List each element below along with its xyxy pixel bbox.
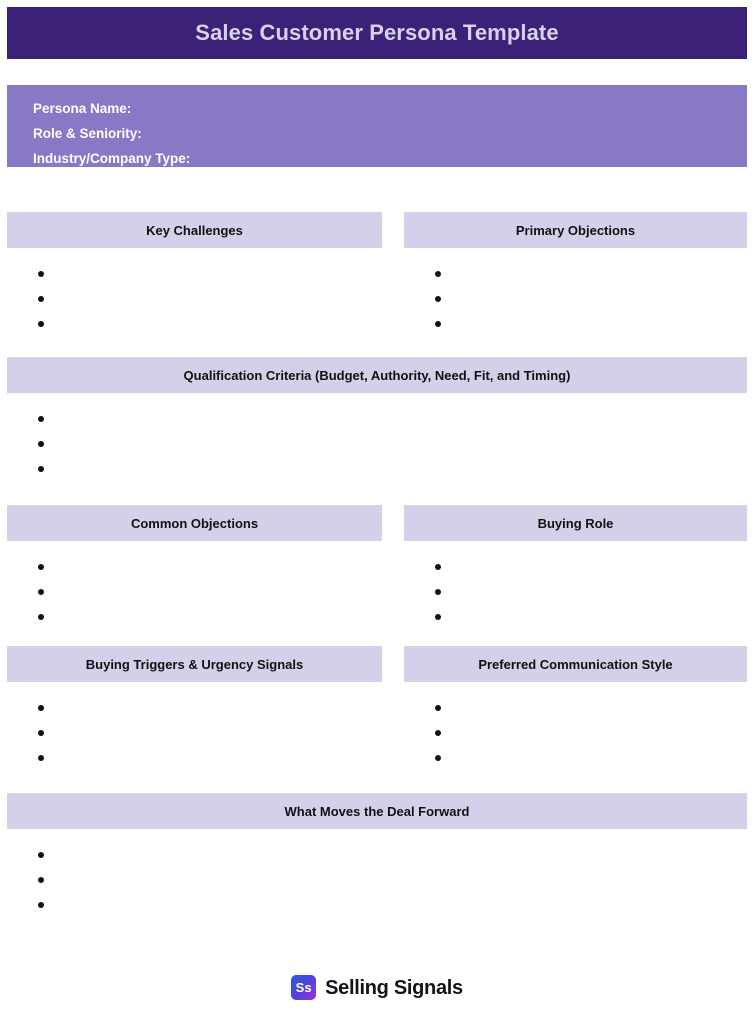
list-item[interactable] bbox=[38, 407, 747, 432]
section-title-buying-triggers: Buying Triggers & Urgency Signals bbox=[85, 656, 304, 672]
section-title-qualification-criteria: Qualification Criteria (Budget, Authorit… bbox=[183, 367, 571, 383]
persona-field-label-persona-name: Persona Name: bbox=[33, 101, 132, 116]
section-body-what-moves-the-deal-forward bbox=[7, 829, 747, 918]
list-item[interactable] bbox=[38, 262, 382, 287]
list-item[interactable] bbox=[38, 287, 382, 312]
bullet-list-common-objections bbox=[38, 555, 382, 630]
section-header-primary-objections: Primary Objections bbox=[404, 212, 747, 248]
footer-brand: Ss Selling Signals bbox=[0, 975, 754, 1000]
section-preferred-communication-style: Preferred Communication Style bbox=[404, 646, 747, 771]
section-body-buying-role bbox=[404, 541, 747, 630]
section-body-primary-objections bbox=[404, 248, 747, 337]
logo-monogram: Ss bbox=[295, 980, 312, 995]
list-item[interactable] bbox=[435, 721, 747, 746]
page-title: Sales Customer Persona Template bbox=[195, 20, 559, 45]
section-common-objections: Common Objections bbox=[7, 505, 382, 630]
bullet-list-key-challenges bbox=[38, 262, 382, 337]
section-buying-triggers: Buying Triggers & Urgency Signals bbox=[7, 646, 382, 771]
section-title-what-moves-the-deal-forward: What Moves the Deal Forward bbox=[284, 803, 470, 819]
list-item[interactable] bbox=[38, 580, 382, 605]
section-primary-objections: Primary Objections bbox=[404, 212, 747, 337]
list-item[interactable] bbox=[435, 262, 747, 287]
list-item[interactable] bbox=[38, 605, 382, 630]
list-item[interactable] bbox=[435, 555, 747, 580]
section-title-preferred-communication-style: Preferred Communication Style bbox=[478, 656, 673, 672]
section-title-common-objections: Common Objections bbox=[130, 515, 259, 531]
section-what-moves-the-deal-forward: What Moves the Deal Forward bbox=[7, 793, 747, 918]
section-title-buying-role: Buying Role bbox=[537, 515, 614, 531]
list-item[interactable] bbox=[38, 868, 747, 893]
list-item[interactable] bbox=[38, 746, 382, 771]
list-item[interactable] bbox=[38, 457, 747, 482]
section-title-primary-objections: Primary Objections bbox=[515, 222, 636, 238]
list-item[interactable] bbox=[38, 696, 382, 721]
section-qualification-criteria: Qualification Criteria (Budget, Authorit… bbox=[7, 357, 747, 482]
persona-field-label-industry-company-type: Industry/Company Type: bbox=[33, 151, 191, 166]
list-item[interactable] bbox=[435, 287, 747, 312]
selling-signals-logo-icon: Ss bbox=[291, 975, 317, 1000]
section-body-buying-triggers bbox=[7, 682, 382, 771]
section-header-what-moves-the-deal-forward: What Moves the Deal Forward bbox=[7, 793, 747, 829]
section-title-key-challenges: Key Challenges bbox=[146, 222, 243, 238]
list-item[interactable] bbox=[435, 605, 747, 630]
document-title-banner: Sales Customer Persona Template bbox=[7, 7, 747, 59]
list-item[interactable] bbox=[38, 432, 747, 457]
list-item[interactable] bbox=[435, 580, 747, 605]
list-item[interactable] bbox=[435, 696, 747, 721]
section-key-challenges: Key Challenges bbox=[7, 212, 382, 337]
section-header-qualification-criteria: Qualification Criteria (Budget, Authorit… bbox=[7, 357, 747, 393]
section-header-key-challenges: Key Challenges bbox=[7, 212, 382, 248]
section-body-key-challenges bbox=[7, 248, 382, 337]
persona-field-label-role-seniority: Role & Seniority: bbox=[33, 126, 142, 141]
persona-identity-block: Persona Name: Role & Seniority: Industry… bbox=[7, 85, 747, 167]
bullet-list-what-moves-the-deal-forward bbox=[38, 843, 747, 918]
bullet-list-qualification-criteria bbox=[38, 407, 747, 482]
brand-name: Selling Signals bbox=[325, 976, 463, 999]
list-item[interactable] bbox=[38, 843, 747, 868]
bullet-list-buying-triggers bbox=[38, 696, 382, 771]
bullet-list-primary-objections bbox=[435, 262, 747, 337]
section-buying-role: Buying Role bbox=[404, 505, 747, 630]
section-body-qualification-criteria bbox=[7, 393, 747, 482]
section-header-preferred-communication-style: Preferred Communication Style bbox=[404, 646, 747, 682]
list-item[interactable] bbox=[435, 746, 747, 771]
section-header-common-objections: Common Objections bbox=[7, 505, 382, 541]
section-header-buying-role: Buying Role bbox=[404, 505, 747, 541]
bullet-list-preferred-communication-style bbox=[435, 696, 747, 771]
section-header-buying-triggers: Buying Triggers & Urgency Signals bbox=[7, 646, 382, 682]
section-body-preferred-communication-style bbox=[404, 682, 747, 771]
list-item[interactable] bbox=[435, 312, 747, 337]
list-item[interactable] bbox=[38, 893, 747, 918]
bullet-list-buying-role bbox=[435, 555, 747, 630]
list-item[interactable] bbox=[38, 312, 382, 337]
section-body-common-objections bbox=[7, 541, 382, 630]
list-item[interactable] bbox=[38, 555, 382, 580]
list-item[interactable] bbox=[38, 721, 382, 746]
